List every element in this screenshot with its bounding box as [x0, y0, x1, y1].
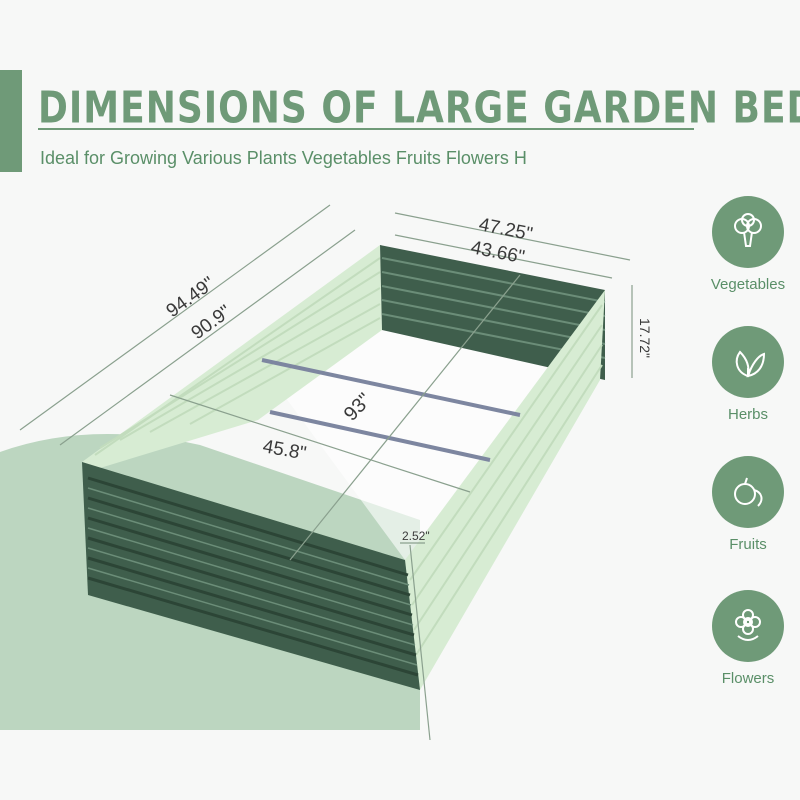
cross-width-label: 45.8": [261, 436, 308, 464]
leaf-icon: [712, 326, 784, 398]
feature-label: Flowers: [721, 670, 775, 687]
height-label: 17.72": [637, 318, 653, 358]
page-title: DIMENSIONS OF LARGE GARDEN BED: [38, 84, 800, 134]
feature-label: Herbs: [727, 406, 768, 423]
title-divider: [38, 128, 694, 130]
support-bar-2: [269, 410, 491, 462]
feature-vegetables: Vegetables: [710, 196, 786, 293]
feature-fruits: Fruits: [710, 456, 786, 553]
support-bar-1: [261, 358, 521, 417]
feature-label: Fruits: [729, 536, 767, 553]
feature-label: Vegetables: [710, 276, 786, 293]
fruit-icon: [712, 456, 784, 528]
feature-flowers: Flowers: [710, 590, 786, 687]
right-wall-ridges: [409, 304, 603, 656]
inner-length-label: 90.9": [188, 301, 236, 344]
front-wall-ridges: [87, 476, 419, 677]
left-wall-ridges: [94, 257, 381, 456]
page-subtitle: Ideal for Growing Various Plants Vegetab…: [40, 148, 527, 168]
accent-bar: [0, 70, 22, 172]
right-wall-outer: [405, 290, 605, 690]
broccoli-icon: [712, 196, 784, 268]
dimension-lines: [19, 204, 633, 741]
flower-icon: [712, 590, 784, 662]
feature-herbs: Herbs: [710, 326, 786, 423]
wall-thickness-label: 2.52": [402, 529, 430, 543]
